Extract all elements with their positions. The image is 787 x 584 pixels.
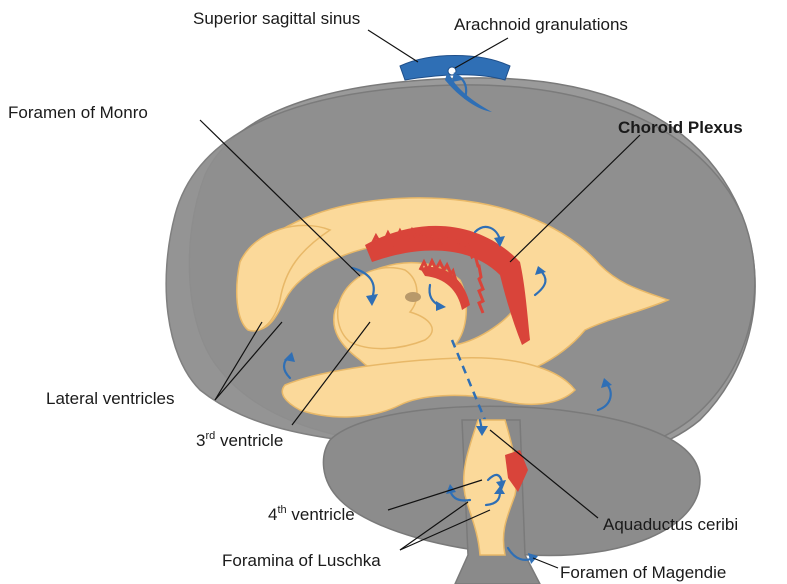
label-fourth-ventricle: 4th ventricle [268, 504, 355, 524]
label-choroid-plexus: Choroid Plexus [618, 118, 743, 137]
label-aquaductus-ceribi: Aquaductus ceribi [603, 515, 738, 534]
fourth-ventricle-word: ventricle [287, 505, 355, 524]
leader-foramen-of-magendie [533, 558, 558, 568]
label-third-ventricle: 3rd ventricle [196, 430, 283, 450]
label-arachnoid-granulations: Arachnoid granulations [454, 15, 628, 34]
third-ventricle-word: ventricle [215, 431, 283, 450]
fourth-ventricle-superscript: th [277, 504, 286, 516]
label-foramina-of-luschka: Foramina of Luschka [222, 551, 381, 570]
fourth-ventricle-number: 4 [268, 505, 277, 524]
label-superior-sagittal-sinus: Superior sagittal sinus [193, 9, 360, 28]
label-foramen-of-magendie: Foramen of Magendie [560, 563, 726, 582]
third-ventricle-number: 3 [196, 431, 205, 450]
label-foramen-of-monro: Foramen of Monro [8, 103, 148, 122]
third-ventricle-superscript: rd [205, 430, 215, 442]
leader-superior-sagittal-sinus [368, 30, 418, 62]
interthalamic-adhesion [405, 292, 421, 302]
label-lateral-ventricles: Lateral ventricles [46, 389, 175, 408]
